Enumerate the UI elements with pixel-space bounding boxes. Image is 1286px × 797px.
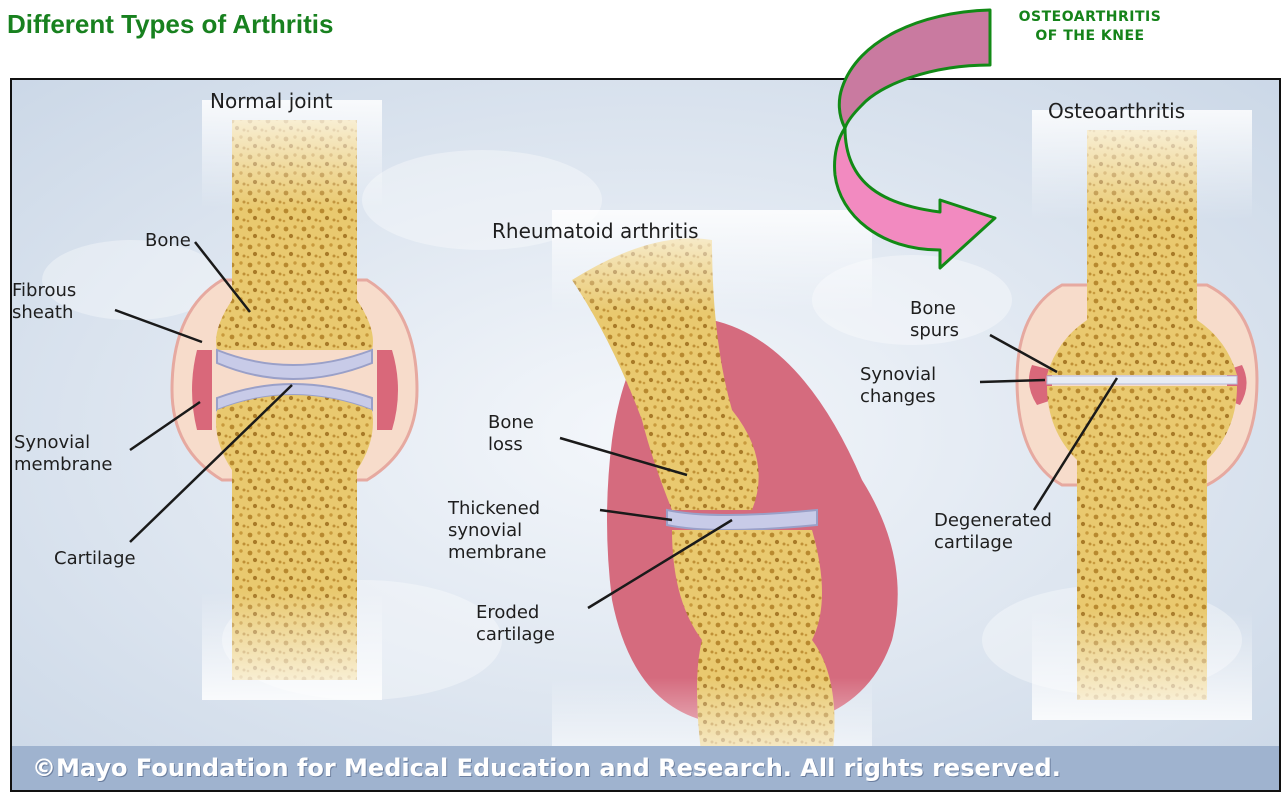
curved-arrow-icon xyxy=(0,0,1286,797)
